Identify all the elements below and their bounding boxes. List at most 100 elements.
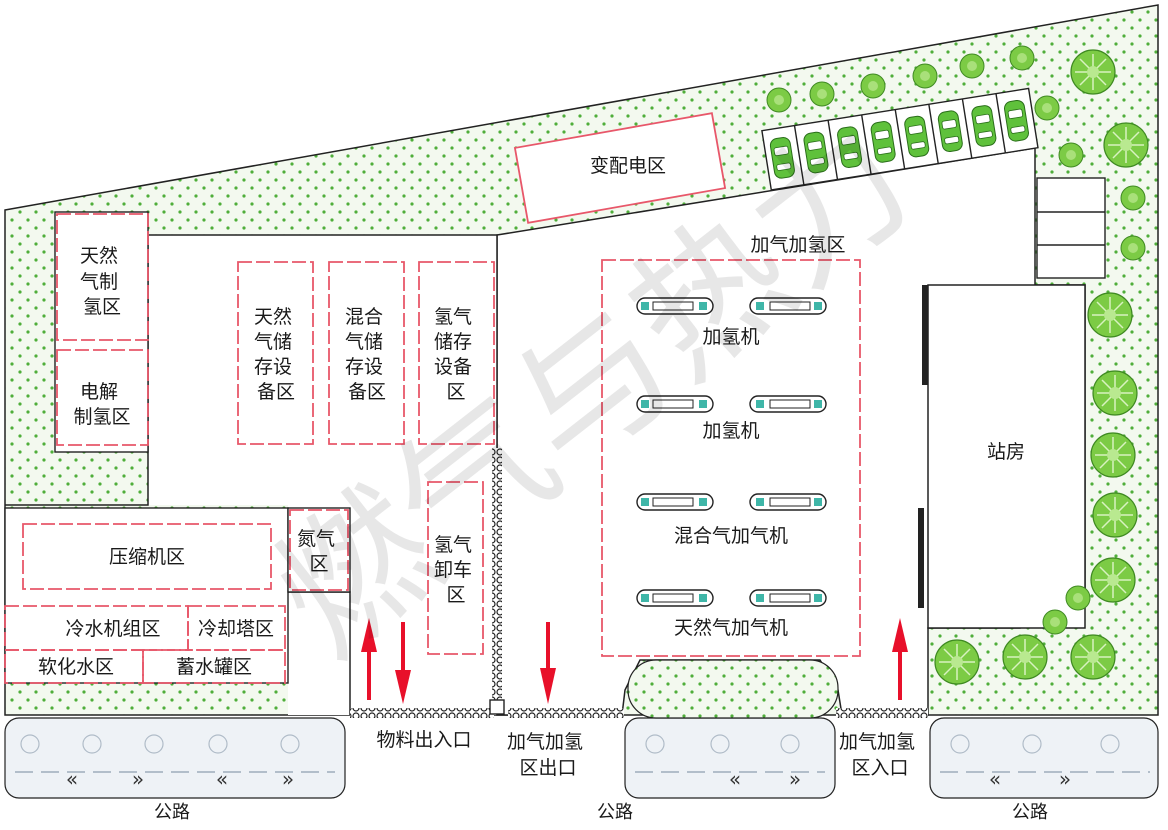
zone-mixed-storage — [328, 261, 405, 445]
road-tree-outline — [950, 734, 970, 754]
label-material-gate: 物料出入口 — [376, 729, 471, 751]
road-tree-outline — [20, 734, 40, 754]
road — [4, 659, 1159, 799]
tree-icon — [1120, 185, 1146, 211]
zone-h2-unloading — [427, 481, 484, 655]
zone-ng-storage — [237, 261, 314, 445]
tree-icon — [1090, 432, 1136, 478]
tree-icon — [766, 87, 792, 113]
label-substation: 变配电区 — [590, 155, 666, 177]
tree-icon — [1092, 370, 1138, 416]
tree-icon — [1065, 585, 1091, 611]
road-marking: » — [1059, 767, 1071, 791]
arrow-up-icon — [892, 618, 908, 700]
road-marking: » — [282, 767, 294, 791]
dispenser-icon — [749, 493, 827, 511]
label-soft-water: 软化水区 — [38, 656, 114, 678]
station-house — [927, 284, 1086, 629]
label-h2-unloading: 氢气 卸车 区 — [434, 534, 478, 606]
label-cooling-tower: 冷却塔区 — [198, 618, 274, 640]
road-tree-outline — [280, 734, 300, 754]
label-h2-dispenser-2: 加氢机 — [702, 420, 759, 442]
dispenser-icon — [636, 493, 714, 511]
west-building — [54, 211, 149, 453]
fence-divider — [492, 448, 502, 710]
label-h2-dispenser-1: 加氢机 — [702, 326, 759, 348]
label-chiller: 冷水机组区 — [65, 618, 160, 640]
zone-compressor — [22, 523, 272, 590]
tree-icon — [1090, 557, 1136, 603]
utility-block — [4, 507, 289, 684]
road-tree-outline — [82, 734, 102, 754]
road-marking: » — [789, 767, 801, 791]
label-road-1: 公路 — [154, 802, 190, 823]
tree-icon — [1070, 634, 1116, 680]
label-water-tank: 蓄水罐区 — [176, 656, 252, 678]
dispenser-icon — [749, 589, 827, 607]
road-tree-outline — [1022, 734, 1042, 754]
process-yard-exit — [350, 505, 497, 715]
zone-h2-storage — [418, 261, 495, 445]
nitrogen-block — [287, 507, 351, 593]
tree-icon — [1034, 95, 1060, 121]
tree-icon — [1042, 609, 1068, 635]
station-door-1 — [922, 285, 928, 385]
label-mixed-dispenser: 混合气加气机 — [674, 525, 788, 547]
road-marking: « — [216, 767, 228, 791]
label-road-3: 公路 — [1012, 802, 1048, 823]
label-electrolysis: 电解 制氢区 — [73, 381, 130, 428]
tree-icon — [912, 63, 938, 89]
road-marking: « — [66, 767, 78, 791]
zone-ng-production — [56, 213, 149, 341]
road-tree-outline — [208, 734, 228, 754]
fence-west-gate — [350, 708, 494, 718]
zone-water-tank — [142, 649, 286, 684]
parking-east — [1036, 177, 1106, 279]
tree-icon — [1058, 142, 1084, 168]
tree-icon — [1002, 634, 1048, 680]
label-compressor: 压缩机区 — [109, 546, 185, 568]
tree-icon — [1009, 45, 1035, 71]
process-yard — [148, 235, 497, 505]
tree-icon — [860, 73, 886, 99]
tree-icon — [1103, 122, 1149, 168]
label-ng-storage: 天然 气储 存设 备区 — [254, 306, 298, 403]
parking-top — [761, 87, 1039, 191]
road-marking: « — [989, 767, 1001, 791]
road-tree-outline — [144, 734, 164, 754]
label-entry: 加气加氢 区入口 — [839, 731, 921, 779]
road-tree-outline — [710, 734, 730, 754]
label-dispensing-area: 加气加氢区 — [750, 234, 845, 256]
zone-substation — [513, 112, 727, 224]
road-tree-outline — [780, 734, 800, 754]
tree-icon — [934, 639, 980, 685]
label-ng-dispenser: 天然气加气机 — [674, 617, 788, 639]
arrow-down-icon — [540, 622, 556, 704]
gate-post — [489, 699, 505, 715]
tree-icon — [1070, 49, 1116, 95]
station-door-2 — [918, 508, 924, 608]
label-h2-storage: 氢气 储存 设备 区 — [434, 306, 478, 403]
road-marking: » — [132, 767, 144, 791]
dispenser-icon — [636, 589, 714, 607]
fence-entry — [836, 708, 928, 718]
label-mixed-storage: 混合 气储 存设 备区 — [345, 306, 389, 403]
arrow-up-icon — [361, 618, 377, 700]
tree-icon — [959, 53, 985, 79]
tree-icon — [1092, 492, 1138, 538]
label-station-house: 站房 — [987, 441, 1025, 463]
road-marks: «»«»«»«» — [20, 734, 1120, 791]
tree-icon — [1120, 235, 1146, 261]
fence-exit — [508, 708, 624, 718]
road-tree-outline — [1100, 734, 1120, 754]
dispenser-icon — [749, 395, 827, 413]
zone-nitrogen — [289, 509, 349, 591]
zone-electrolysis — [56, 349, 149, 446]
label-ng-production: 天然 气制 氢区 — [80, 245, 124, 318]
label-nitrogen: 氮气 区 — [297, 528, 341, 575]
tree-icon — [1087, 292, 1133, 338]
label-exit: 加气加氢 区出口 — [507, 731, 589, 779]
arrow-down-icon — [395, 622, 411, 704]
zone-dispensing — [601, 259, 861, 657]
